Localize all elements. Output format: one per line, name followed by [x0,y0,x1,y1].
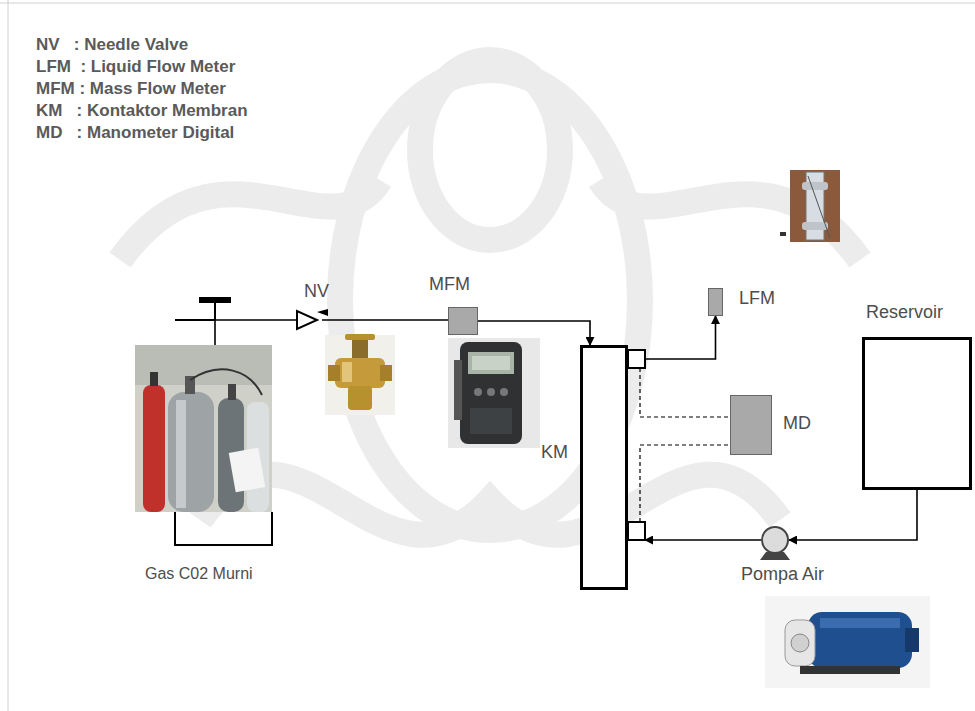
pressure-tap-line [640,445,730,522]
mass-flow-meter-box: MFM [448,307,478,335]
reservoir-tank: Reservoir [862,337,972,490]
abbreviation-label: MFM : Mass Flow Meter [36,78,248,100]
node-label: Pompa Air [741,564,824,585]
flow-line [645,316,716,359]
flow-line [789,490,917,540]
liquid-flow-meter-box: LFM [708,288,723,316]
valve-photo [325,334,395,415]
pump-circle: Pompa Air [761,526,789,554]
flow-line [478,321,590,345]
mass-flow-meter-photo [448,338,540,448]
gas-cylinder-photo [135,345,272,545]
needle-valve-symbol [297,309,328,329]
pressure-tap-line [640,368,730,417]
flow-line [322,319,448,321]
node-label: LFM [739,288,775,309]
abbreviation-label: NV : Needle Valve [36,34,248,56]
manometer-box: MD [730,395,772,455]
flow-line [645,539,761,541]
node-label: Reservoir [866,302,943,323]
liquid-flow-meter-photo [780,170,840,242]
abbreviation-list: NV : Needle ValveLFM : Liquid Flow Meter… [36,34,248,144]
needle-valve: NV [296,311,322,329]
node-label: Gas C02 Murni [145,565,253,583]
gas-supply: Gas C02 Murni [135,345,272,545]
abbreviation-label: KM : Kontaktor Membran [36,100,248,122]
flow-line [215,320,296,345]
node-label: MD [783,413,811,434]
node-label: NV [304,281,329,302]
membrane-contactor: KM [580,345,628,590]
pump-photo [765,596,930,688]
regulator-symbol [175,298,230,320]
node-label: KM [541,442,568,463]
node-label: MFM [429,274,470,295]
abbreviation-label: MD : Manometer Digital [36,122,248,144]
abbreviation-label: LFM : Liquid Flow Meter [36,56,248,78]
